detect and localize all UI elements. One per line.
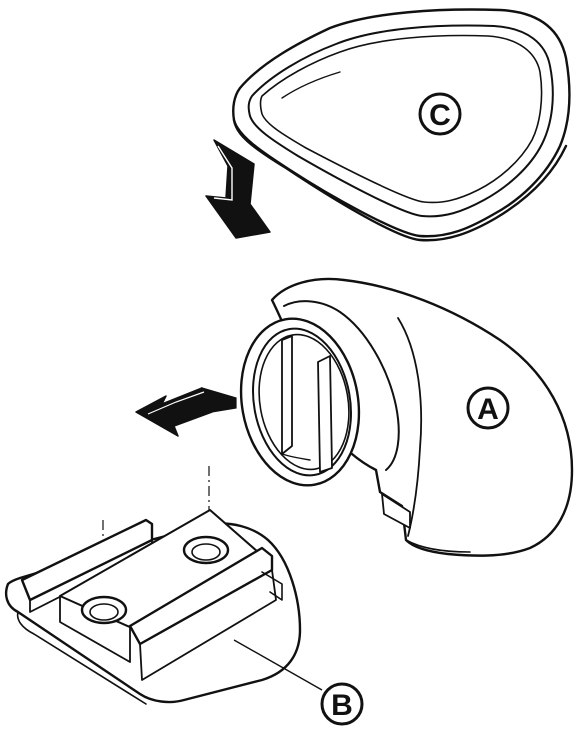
callout-c: C bbox=[418, 92, 462, 136]
callout-a: A bbox=[466, 386, 510, 430]
callout-a-label: A bbox=[477, 393, 499, 426]
down-arrow bbox=[205, 139, 271, 239]
callout-b-leader bbox=[233, 639, 323, 691]
callout-b: B bbox=[320, 682, 364, 726]
callout-b-label: B bbox=[331, 689, 353, 722]
part-a-stop-body bbox=[239, 277, 574, 557]
left-arrow bbox=[135, 387, 237, 437]
callout-c-label: C bbox=[429, 99, 451, 132]
part-b-mount-plate bbox=[4, 509, 302, 705]
part-c-cover bbox=[232, 8, 571, 242]
